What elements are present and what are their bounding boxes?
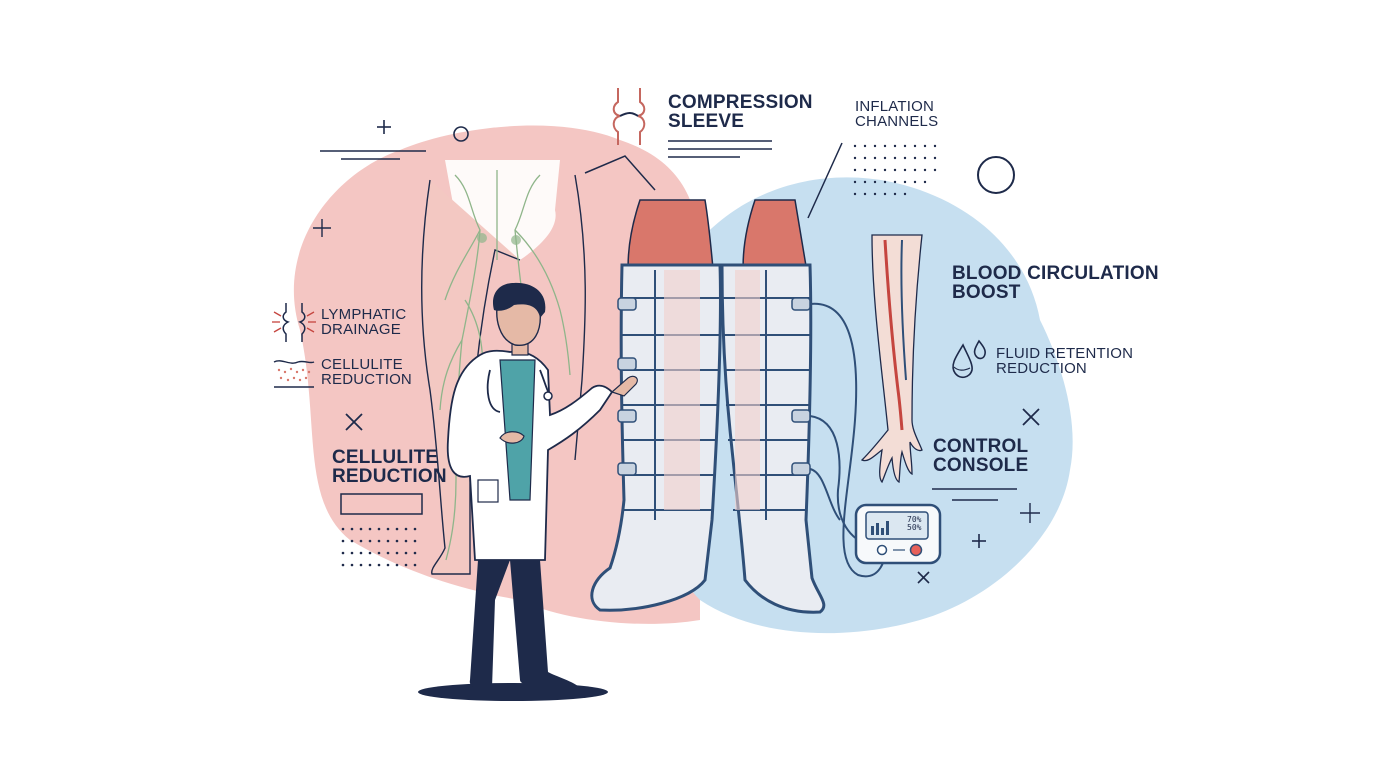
knee-joint-icon bbox=[612, 88, 646, 145]
cross-icon-right bbox=[1022, 408, 1040, 426]
inflation-channels-line1: INFLATION bbox=[855, 98, 935, 115]
blood-circulation-line1: BLOOD CIRCULATION bbox=[952, 263, 1159, 284]
inflation-leader-line bbox=[807, 142, 843, 219]
knee-joint-icon bbox=[272, 303, 316, 342]
cellulite-small-line1: CELLULITE bbox=[321, 356, 403, 373]
compression-sleeve-underline bbox=[668, 140, 772, 158]
console-underline bbox=[932, 488, 1017, 501]
plus-icon-right bbox=[972, 534, 986, 548]
dot-grid-left bbox=[341, 527, 417, 567]
plus-icon bbox=[377, 120, 391, 134]
compression-sleeve-line2: SLEEVE bbox=[668, 111, 745, 132]
lymphatic-drainage-line2: DRAINAGE bbox=[321, 321, 401, 338]
console-readings: 70% 50% bbox=[907, 515, 922, 533]
lymphatic-drainage-line1: LYMPHATIC bbox=[321, 306, 407, 323]
control-console-label: CONTROL CONSOLE bbox=[933, 437, 1028, 475]
cellulite-reduction-large-label: CELLULITE REDUCTION bbox=[332, 448, 447, 486]
console-reading-1: 70% bbox=[907, 515, 922, 524]
water-drops-icon bbox=[952, 339, 986, 379]
blood-circulation-label: BLOOD CIRCULATION BOOST bbox=[952, 264, 1159, 302]
fluid-retention-line2: REDUCTION bbox=[996, 360, 1087, 377]
skin-layers-icon bbox=[273, 360, 315, 388]
control-console-line2: CONSOLE bbox=[933, 455, 1029, 476]
lymphatic-drainage-label: LYMPHATIC DRAINAGE bbox=[321, 307, 406, 337]
fluid-retention-line1: FLUID RETENTION bbox=[996, 345, 1134, 362]
cellulite-large-line2: REDUCTION bbox=[332, 466, 447, 487]
inflation-dot-grid bbox=[853, 144, 937, 196]
control-console-line1: CONTROL bbox=[933, 436, 1029, 457]
circle-icon-right bbox=[977, 156, 1015, 194]
console-reading-2: 50% bbox=[907, 523, 922, 533]
cellulite-reduction-small-label: CELLULITE REDUCTION bbox=[321, 357, 412, 387]
cellulite-large-line1: CELLULITE bbox=[332, 447, 439, 468]
sleeve-leader-line bbox=[584, 155, 656, 191]
doctor-figure bbox=[418, 282, 638, 701]
compression-sleeve-label: COMPRESSION SLEEVE bbox=[668, 93, 813, 131]
label-box-outline bbox=[340, 493, 423, 515]
circle-icon bbox=[453, 126, 469, 142]
cross-icon-bottom bbox=[917, 571, 930, 584]
sparkle-icon-right bbox=[1020, 503, 1040, 523]
air-valve-connectors bbox=[617, 297, 811, 476]
cross-icon bbox=[345, 413, 363, 431]
air-tubes bbox=[809, 302, 889, 578]
control-console bbox=[854, 503, 942, 565]
inflation-channels-label: INFLATION CHANNELS bbox=[855, 99, 938, 129]
header-lines bbox=[320, 150, 426, 160]
cellulite-small-line2: REDUCTION bbox=[321, 371, 412, 388]
arm-anatomy bbox=[860, 234, 923, 484]
right-compression-sleeve bbox=[720, 199, 826, 614]
fluid-retention-label: FLUID RETENTION REDUCTION bbox=[996, 346, 1133, 376]
left-compression-sleeve bbox=[590, 199, 723, 612]
compression-sleeve-line1: COMPRESSION bbox=[668, 92, 813, 113]
sparkle-icon bbox=[313, 219, 331, 237]
blood-circulation-line2: BOOST bbox=[952, 282, 1021, 303]
inflation-channels-line2: CHANNELS bbox=[855, 113, 939, 130]
